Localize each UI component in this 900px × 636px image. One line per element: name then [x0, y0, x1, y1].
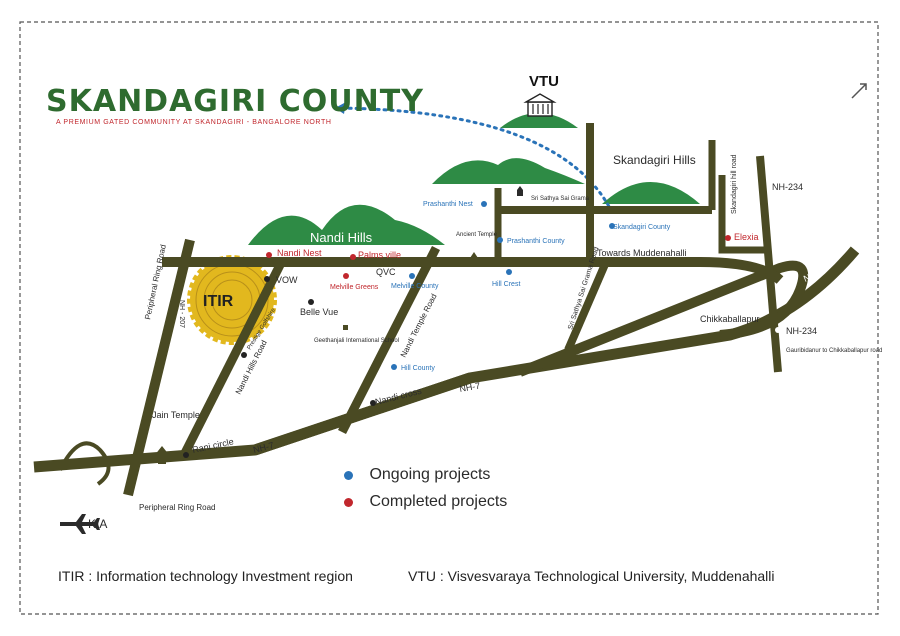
ancient-temple-label: Ancient Temple	[456, 232, 498, 238]
road-main-east-west	[162, 257, 784, 284]
skandagiri-hill-road-label: Skandagiri hill road	[731, 154, 738, 214]
peripheral-ring-road-lower-label: Peripheral Ring Road	[139, 503, 216, 512]
melville-county-label: Melville County	[391, 283, 439, 290]
north-arrow-icon	[851, 83, 867, 99]
vow-label: VOW	[276, 275, 298, 285]
vtu-label: VTU	[529, 73, 559, 90]
itir-label: ITIR	[203, 293, 234, 310]
palms-ville-label: Palms ville	[358, 250, 401, 260]
elexia-label: Elexia	[734, 232, 759, 242]
ancient-temple-icon	[470, 252, 478, 262]
geethanjali-label: Geethanjali International School	[314, 338, 399, 344]
prashanthi-nest-label: Prashanthi Nest	[423, 201, 473, 208]
nh207-label: NH - 207	[178, 300, 185, 328]
brand-title: SKANDAGIRI COUNTY	[46, 84, 424, 119]
road-network	[33, 123, 860, 497]
qvc-label: QVC	[376, 267, 396, 277]
legend-completed-label: Completed projects	[369, 493, 508, 510]
jain-temple-label: Jain Temple	[152, 410, 200, 420]
nh7-west-label: NH-7	[252, 440, 275, 455]
muddenahalli-label: Towards Muddenahalli	[597, 248, 687, 258]
legend-completed: Completed projects	[344, 493, 507, 511]
road-peripheral-ring	[123, 238, 195, 497]
map-labels: VTU Skandagiri Hills Nandi Hills ITIR VO…	[88, 73, 882, 531]
belle-vue-label: Belle Vue	[300, 307, 338, 317]
nandi-hills-label: Nandi Hills	[310, 230, 373, 245]
road-elexia-spur	[718, 175, 770, 254]
hill-crest-label: Hill Crest	[492, 281, 520, 288]
skandagiri-county-label: Skandagiri County	[613, 224, 671, 231]
airplane-icon	[60, 514, 100, 534]
itir-footnote: ITIR : Information technology Investment…	[58, 568, 353, 584]
kia-loop	[58, 441, 111, 486]
route-to-skandagiri	[333, 106, 614, 214]
skandagiri-hills-label: Skandagiri Hills	[613, 153, 696, 167]
sai-grama-icon	[517, 186, 523, 196]
road-sai-grama	[564, 260, 610, 352]
legend-ongoing: Ongoing projects	[344, 466, 490, 484]
melville-greens-label: Melville Greens	[330, 284, 379, 291]
sai-grama-label: Sri Sathya Sai Grama	[531, 196, 590, 202]
chikkaballapur-label: Chikkaballapur	[700, 314, 760, 324]
road-nh7-loop	[518, 260, 809, 377]
kia-label: KIA	[88, 517, 107, 531]
nh234-north-label: NH-234	[772, 182, 803, 192]
route-arrow-icon	[335, 102, 346, 114]
jain-temple-icon	[154, 446, 170, 464]
skandagiri-hills-range	[432, 158, 585, 184]
road-nandi-temple	[337, 245, 441, 435]
completed-dot-icon	[344, 497, 353, 507]
place-markers	[183, 201, 781, 458]
gauribidanur-label: Gauribidanur to Chikkaballapur road	[786, 348, 882, 354]
peripheral-ring-road-upper-label: Peripheral Ring Road	[143, 244, 168, 321]
map-frame	[19, 21, 879, 615]
vtu-footnote: VTU : Visvesvaraya Technological Univers…	[408, 568, 775, 584]
road-nandi-hills	[179, 262, 285, 458]
school-icon	[343, 325, 348, 330]
legend-ongoing-label: Ongoing projects	[369, 466, 491, 483]
vtu-building-icon	[523, 93, 557, 117]
nh234-south-label: NH-234	[786, 326, 817, 336]
brand-tagline: A PREMIUM GATED COMMUNITY AT SKANDAGIRI …	[56, 119, 332, 126]
prashanthi-county-label: Prashanthi County	[507, 238, 565, 245]
nandi-nest-label: Nandi Nest	[277, 248, 322, 258]
vtu-hill	[500, 113, 578, 128]
hill-county-label: Hill County	[401, 365, 435, 372]
ongoing-dot-icon	[344, 470, 353, 480]
nandi-hills-shape	[248, 204, 445, 245]
nh7-mid-label: NH-7	[459, 380, 481, 393]
skandagiri-peak	[602, 182, 700, 204]
road-nh234	[756, 155, 782, 373]
